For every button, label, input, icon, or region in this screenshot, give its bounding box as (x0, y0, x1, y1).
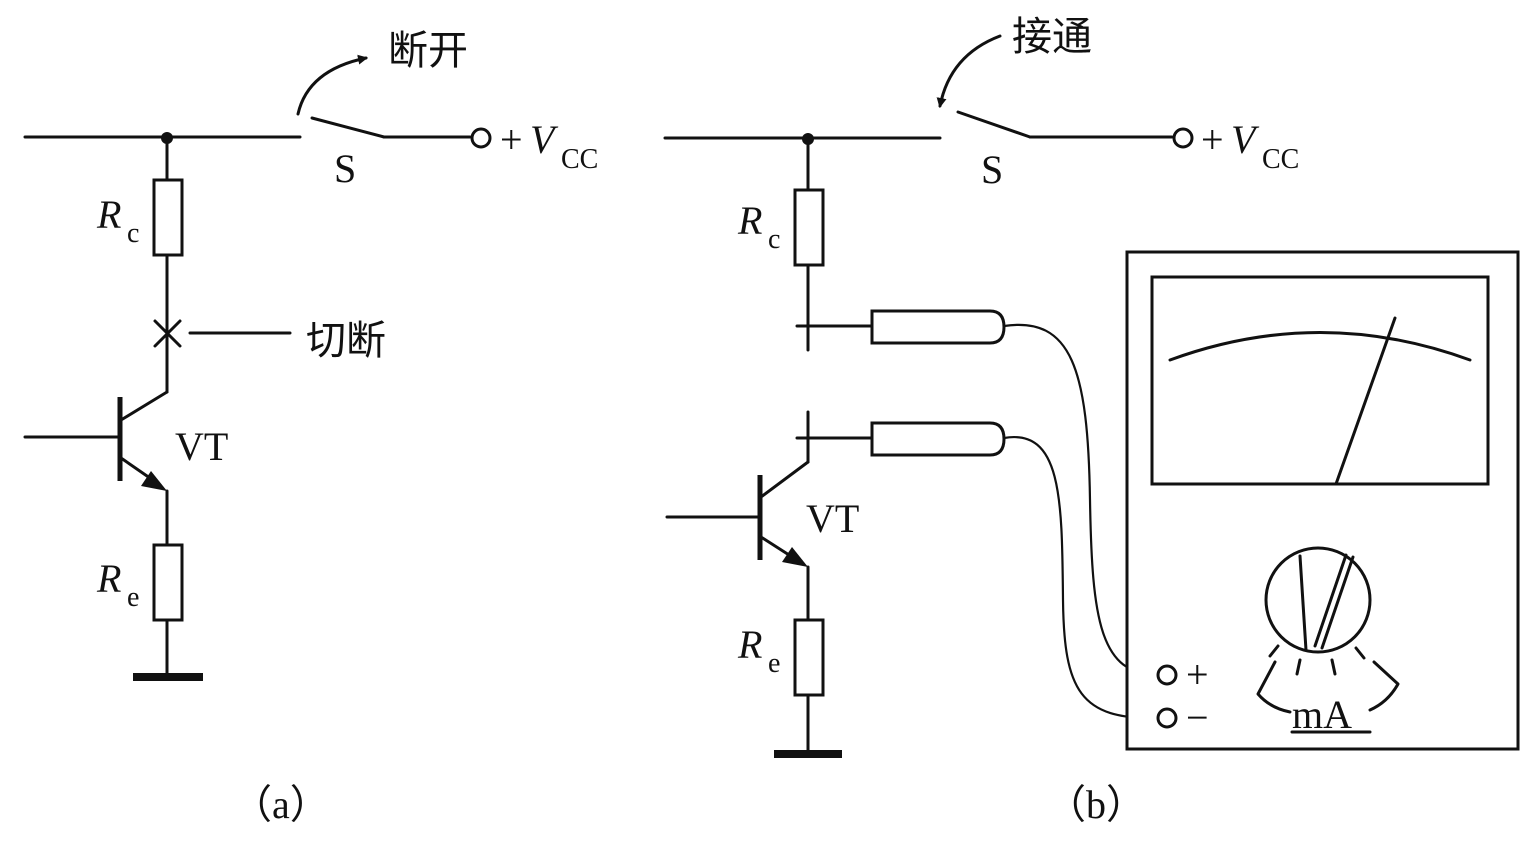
switch-label-b: S (981, 147, 1003, 192)
knob-ridge-2 (1313, 553, 1348, 648)
resistor-re-b (793, 618, 825, 697)
meter-needle (1334, 316, 1397, 486)
resistor-rc-b (793, 188, 825, 267)
knob-ridge-1 (1298, 554, 1308, 652)
meter-terminal-minus (1156, 707, 1178, 729)
switch-label-a: S (334, 146, 356, 191)
open-arrow-a (296, 54, 368, 116)
rc-sub-a: c (127, 218, 139, 249)
re-sub-b: e (768, 648, 780, 679)
dial-tick-1 (1268, 644, 1280, 658)
rc-symbol-b: R (737, 198, 762, 243)
selector-knob (1264, 546, 1372, 654)
cut-mark-a2 (153, 319, 182, 348)
cut-label-a: 切断 (306, 318, 386, 364)
vcc-terminal-a (470, 127, 492, 149)
meter-unit-label: mA (1292, 692, 1352, 737)
emitter-arrow-b (782, 547, 808, 567)
switch-blade-b (956, 110, 1032, 139)
vcc-terminal-b (1172, 127, 1194, 149)
resistor-rc-a (152, 178, 184, 257)
dial-tick-4 (1354, 646, 1366, 660)
vcc-sub-b: CC (1262, 144, 1299, 175)
vcc-symbol-a: V (530, 117, 559, 162)
collector-line-a (119, 390, 169, 422)
probe-wire-lower (1002, 435, 1160, 720)
vcc-symbol-b: V (1231, 117, 1260, 162)
vcc-plus-b: + (1201, 117, 1224, 162)
knob-ridge-3 (1320, 555, 1355, 650)
meter-plus-label: + (1186, 652, 1209, 697)
panel-a: 断开 S + V CC R c 切断 VT R e （a） (23, 28, 598, 827)
dial-tick-3 (1330, 658, 1337, 676)
meter-terminal-plus (1156, 664, 1178, 686)
range-bracket-right (1368, 660, 1400, 712)
probe-lower (870, 421, 1006, 457)
close-arrow-b (936, 34, 1002, 108)
rc-sub-b: c (768, 224, 780, 255)
vcc-plus-a: + (500, 117, 523, 162)
probe-wire-upper (1002, 323, 1160, 677)
transistor-label-b: VT (806, 496, 859, 541)
range-bracket-left (1256, 660, 1292, 714)
caption-b: （b） (1046, 782, 1146, 827)
dial-tick-2 (1295, 658, 1302, 676)
switch-state-label-a: 断开 (388, 28, 468, 74)
collector-line-b (759, 460, 810, 499)
emitter-arrow-a (141, 471, 167, 491)
resistor-re-a (152, 543, 184, 622)
rc-symbol-a: R (96, 192, 121, 237)
switch-state-label-b: 接通 (1012, 14, 1092, 60)
probe-upper (870, 309, 1006, 345)
re-sub-a: e (127, 582, 139, 613)
re-symbol-b: R (737, 622, 762, 667)
meter-minus-label: − (1186, 695, 1209, 740)
meter-display (1150, 275, 1490, 486)
meter-scale-arc (1168, 331, 1472, 362)
caption-a: （a） (232, 782, 330, 827)
re-symbol-a: R (96, 556, 121, 601)
transistor-label-a: VT (175, 424, 228, 469)
panel-b: 接通 S + V CC R c VT R e + − mA （b） (663, 14, 1520, 827)
vcc-sub-a: CC (561, 144, 598, 175)
switch-blade-a (310, 116, 386, 139)
